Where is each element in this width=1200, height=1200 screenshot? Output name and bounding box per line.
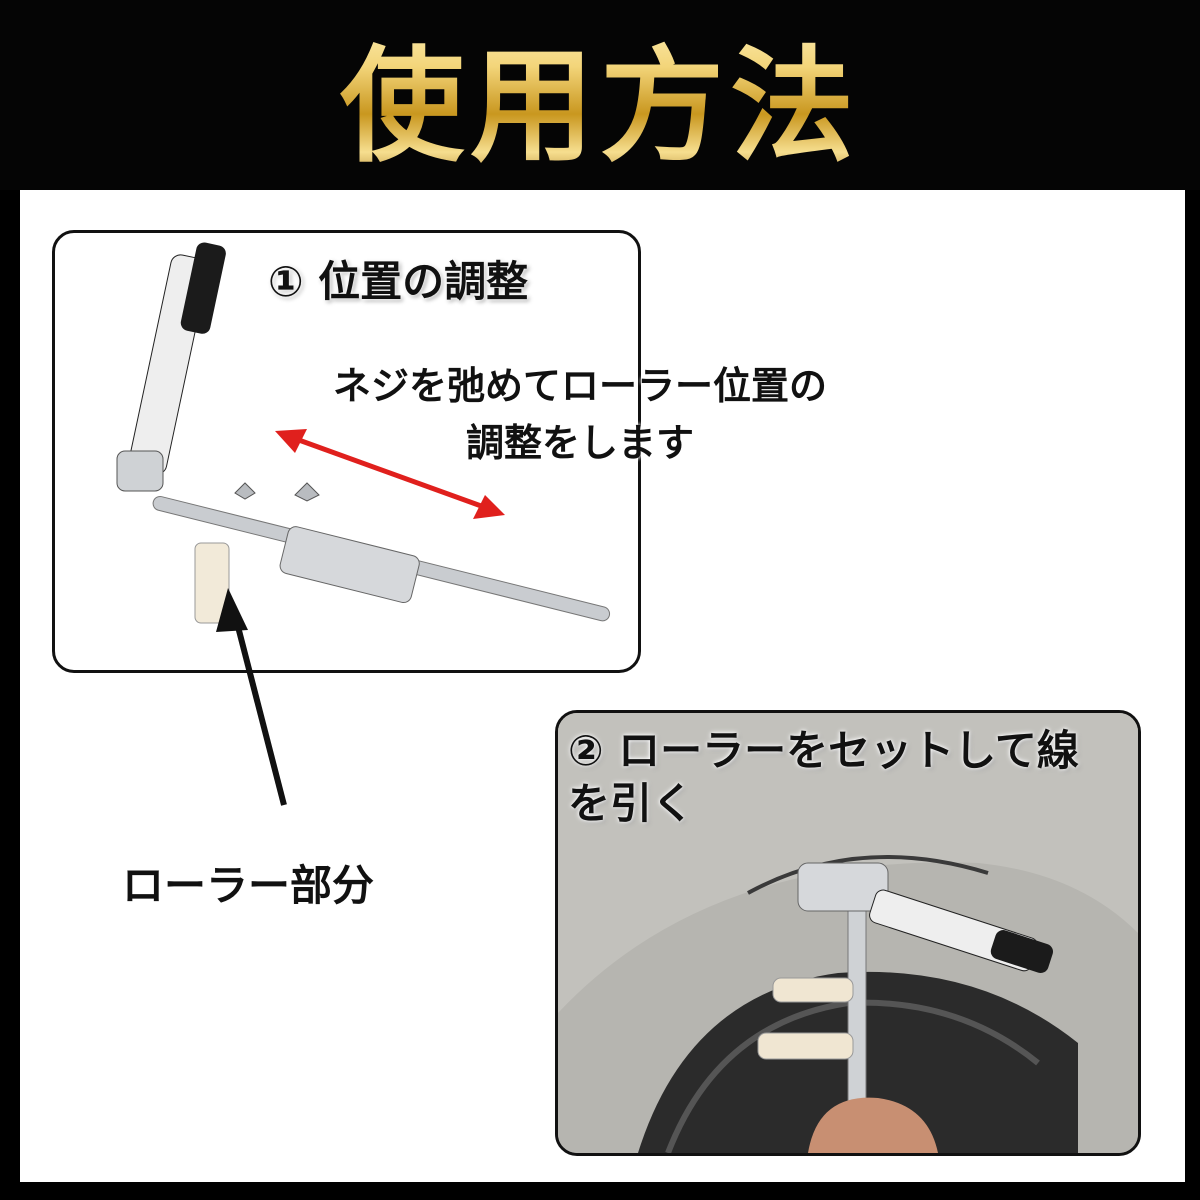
step2-card bbox=[555, 710, 1141, 1156]
step1-heading: ① 位置の調整 bbox=[268, 257, 529, 306]
car-photo bbox=[558, 713, 1138, 1153]
step2-heading: ② ローラーをセットして線を引く bbox=[568, 726, 1079, 828]
tool-photo bbox=[116, 242, 611, 624]
step1-card bbox=[52, 230, 641, 673]
page-title: 使用方法 bbox=[0, 0, 1200, 190]
step1-description: ネジを弛めてローラー位置の調整をします bbox=[332, 364, 827, 465]
header-bar bbox=[0, 0, 1200, 190]
roller-callout-label: ローラー部分 bbox=[122, 861, 375, 910]
